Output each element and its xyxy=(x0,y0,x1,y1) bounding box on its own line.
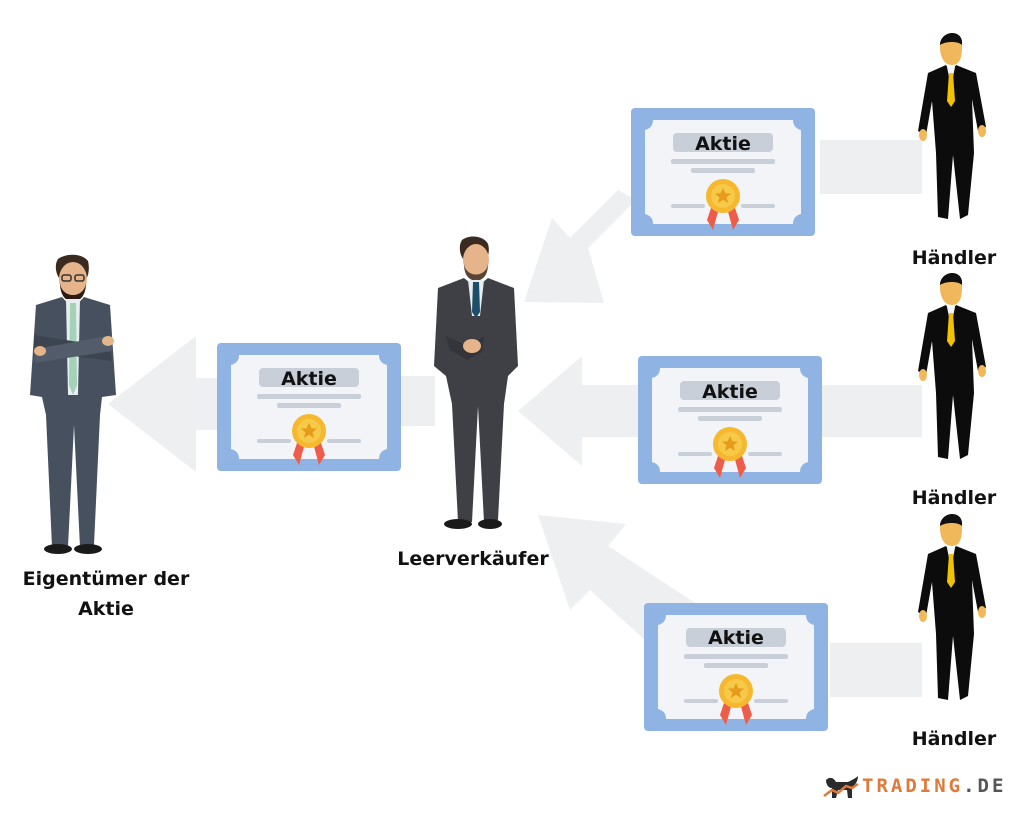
owner-label-line2: Aktie xyxy=(78,598,134,620)
trader-label: Händler xyxy=(911,247,997,269)
trading-de-logo: TRADING.DE xyxy=(822,770,1012,804)
logo-text: TRADING.DE xyxy=(862,775,1006,797)
certificate-trader-2 xyxy=(638,356,822,484)
trader-label: Händler xyxy=(911,487,997,509)
owner-figure xyxy=(30,254,116,554)
owner-label-line1: Eigentümer der xyxy=(22,568,190,590)
trader-label: Händler xyxy=(911,728,997,750)
certificate-trader-3 xyxy=(644,603,828,731)
certificate-title: Aktie xyxy=(281,368,337,390)
certificate-title: Aktie xyxy=(708,627,764,649)
logo-brand: TRADING xyxy=(862,775,964,797)
short-seller-label: Leerverkäufer xyxy=(397,548,549,570)
arrow-to-owner xyxy=(108,336,242,472)
certificate-title: Aktie xyxy=(702,381,758,403)
certificate-trader-1 xyxy=(631,108,815,236)
bull-icon xyxy=(823,776,859,798)
logo-suffix: .DE xyxy=(963,775,1007,797)
arrow-short-to-cert xyxy=(395,376,435,426)
certificate-title: Aktie xyxy=(695,133,751,155)
arrow-trader1-upper xyxy=(524,140,922,303)
trader-figure-3 xyxy=(918,514,986,700)
owner-label: Eigentümer der Aktie xyxy=(0,564,212,624)
short-seller-figure xyxy=(434,236,518,529)
trader-figure-2 xyxy=(918,273,986,459)
certificate-main xyxy=(217,343,401,471)
trader-figure-1 xyxy=(918,33,986,219)
